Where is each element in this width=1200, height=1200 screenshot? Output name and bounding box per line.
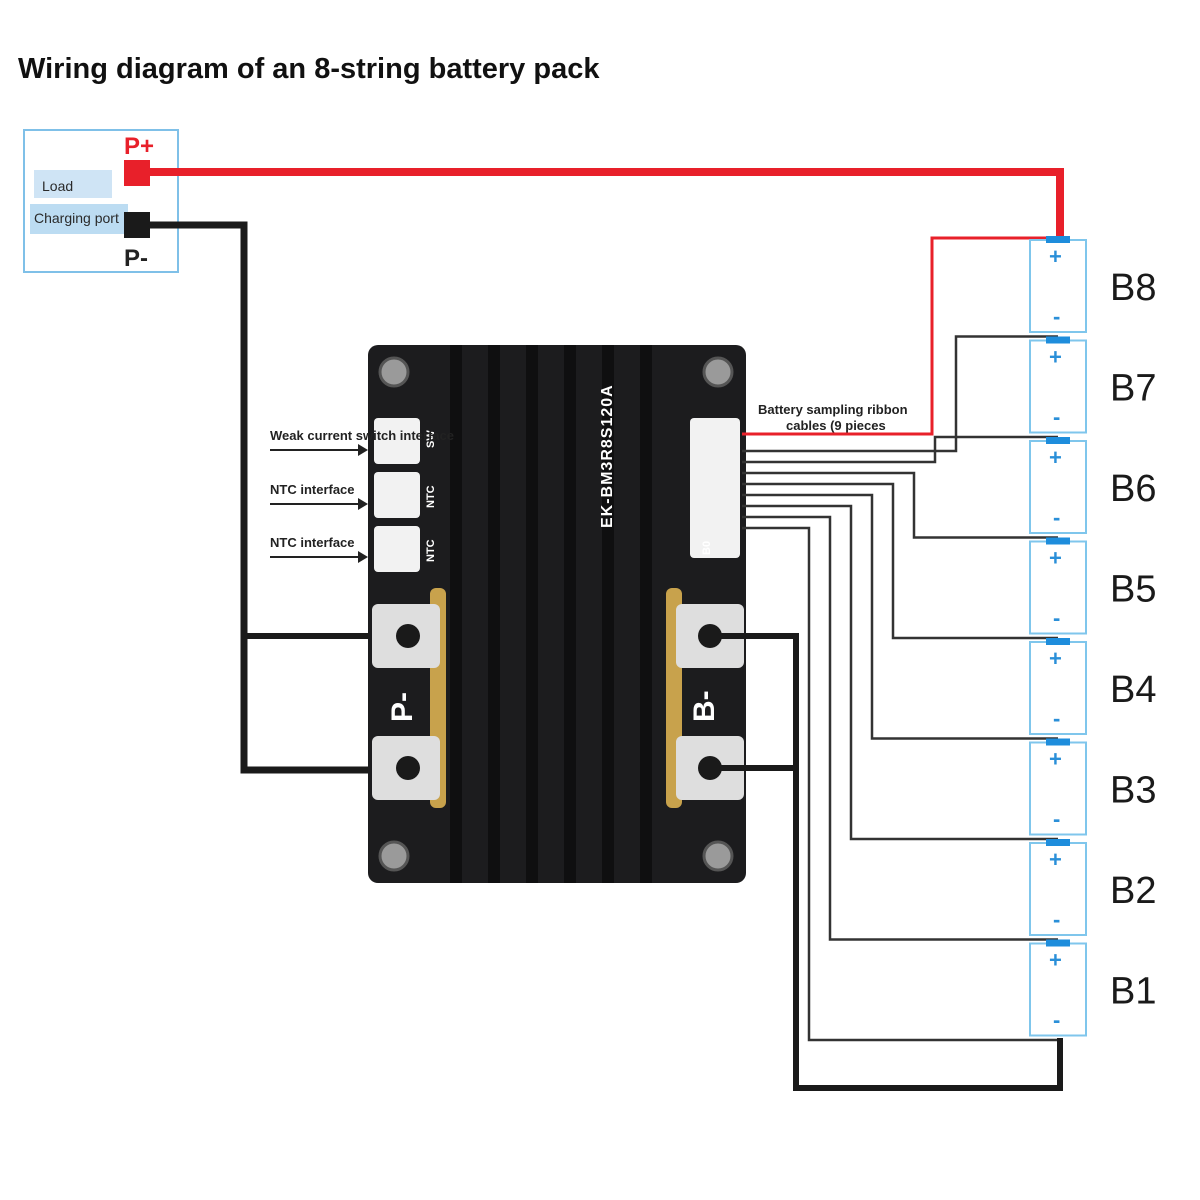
charging-label-bg (30, 204, 128, 234)
sampling-wires (742, 236, 1060, 1042)
cell-minus-sign: - (1053, 304, 1060, 329)
cell-plus-terminal (1046, 839, 1070, 846)
switch-connector (374, 418, 420, 464)
bms-board: EK-BM3R8S120A SW NTC NTC B0 P- B- (368, 345, 746, 883)
cell-body (1029, 842, 1087, 936)
battery-cells: + - B8 + - B7 + - B6 + - B5 + - B4 + - B3 + - B2 + - B1 (1029, 236, 1156, 1037)
sampling-wire-7 (742, 515, 1058, 941)
p-plus-terminal (124, 160, 150, 186)
bms-b-minus-label: B- (688, 690, 721, 722)
switch-connector-tag: SW (425, 430, 437, 448)
cell-minus-sign: - (1053, 907, 1060, 932)
battery-cell-b8: + - B8 (1029, 236, 1156, 333)
screw-icon (702, 356, 734, 388)
battery-cell-b2: + - B2 (1029, 839, 1156, 936)
load-charging-box: Load Charging port P+ P- (23, 129, 179, 273)
cell-minus-sign: - (1053, 405, 1060, 430)
sampling-wire-b8-plus (742, 236, 1060, 436)
sampling-wire-8 (742, 526, 1058, 1042)
cell-plus-sign: + (1049, 747, 1062, 772)
cell-plus-terminal (1046, 638, 1070, 645)
diagram-title: Wiring diagram of an 8-string battery pa… (18, 53, 600, 85)
bms-model-label: EK-BM3R8S120A (599, 384, 616, 528)
bms-p-minus-label: P- (386, 692, 419, 722)
cell-plus-terminal (1046, 236, 1070, 243)
cell-label: B4 (1110, 669, 1156, 711)
battery-cell-b7: + - B7 (1029, 336, 1156, 434)
interface-callouts: Weak current switch interface NTC interf… (270, 428, 454, 563)
screw-icon (378, 356, 410, 388)
cell-minus-sign: - (1053, 807, 1060, 832)
cell-plus-sign: + (1049, 546, 1062, 571)
cell-body (1029, 339, 1087, 434)
arrow-right-icon (358, 498, 368, 510)
p-plus-label: P+ (124, 133, 154, 160)
ntc-interface-label-2: NTC interface (270, 535, 355, 550)
sampling-wire-1 (742, 335, 1058, 453)
cell-minus-sign: - (1053, 606, 1060, 631)
cell-plus-sign: + (1049, 244, 1062, 269)
sampling-wire-6 (742, 504, 1058, 841)
cell-minus-sign: - (1053, 1008, 1060, 1033)
cell-plus-terminal (1046, 939, 1070, 947)
sampling-connector-tag: B0 (701, 541, 713, 555)
cell-minus-sign: - (1053, 505, 1060, 530)
sampling-connector (690, 418, 740, 558)
cell-label: B1 (1110, 971, 1156, 1013)
cell-label: B7 (1110, 368, 1156, 410)
sampling-wire-5 (742, 493, 1058, 740)
load-label: Load (42, 178, 73, 194)
cell-label: B8 (1110, 267, 1156, 309)
battery-cell-b3: + - B3 (1029, 738, 1156, 836)
screw-icon (378, 840, 410, 872)
cell-plus-terminal (1046, 437, 1070, 444)
negative-main-wire (150, 221, 408, 774)
cell-body (1029, 540, 1087, 635)
switch-interface-label: Weak current switch interface (270, 428, 454, 443)
cell-label: B3 (1110, 770, 1156, 812)
sampling-label-line2: cables (9 pieces (786, 418, 886, 433)
cell-plus-sign: + (1049, 646, 1062, 671)
cell-plus-sign: + (1049, 345, 1062, 370)
screw-icon (702, 840, 734, 872)
b-minus-wire-top (710, 633, 1063, 1091)
positive-main-wire (150, 168, 1064, 240)
ntc-connector-2 (374, 526, 420, 572)
ntc-connector-1 (374, 472, 420, 518)
battery-cell-b1: + - B1 (1029, 939, 1156, 1037)
cell-plus-terminal (1046, 738, 1070, 746)
arrow-right-icon (358, 551, 368, 563)
charging-port-label: Charging port (34, 210, 119, 226)
cell-plus-sign: + (1049, 948, 1062, 973)
p-minus-terminal (124, 212, 150, 238)
ntc-connector-1-tag: NTC (425, 485, 437, 508)
cell-label: B6 (1110, 468, 1156, 510)
load-label-bg (34, 170, 112, 198)
cell-plus-terminal (1046, 336, 1070, 344)
screw-icons (378, 356, 734, 872)
sampling-wire-2 (742, 435, 1058, 464)
load-box-frame (23, 129, 179, 273)
cell-label: B5 (1110, 569, 1156, 611)
sampling-wire-4 (742, 482, 1058, 640)
arrow-right-icon (358, 444, 368, 456)
cell-plus-sign: + (1049, 847, 1062, 872)
p-minus-label: P- (124, 245, 148, 272)
battery-cell-b4: + - B4 (1029, 638, 1156, 735)
sampling-wire-3 (742, 471, 1058, 539)
cell-body (1029, 239, 1087, 333)
cell-body (1029, 440, 1087, 534)
cell-minus-sign: - (1053, 706, 1060, 731)
cell-plus-sign: + (1049, 445, 1062, 470)
battery-cell-b5: + - B5 (1029, 537, 1156, 635)
cell-plus-terminal (1046, 537, 1070, 545)
ntc-connector-2-tag: NTC (425, 539, 437, 562)
heatsink-fins (450, 345, 652, 883)
battery-cell-b6: + - B6 (1029, 437, 1156, 534)
sampling-label-line1: Battery sampling ribbon (758, 402, 908, 417)
ntc-interface-label-1: NTC interface (270, 482, 355, 497)
cell-label: B2 (1110, 870, 1156, 912)
cell-body (1029, 942, 1087, 1037)
